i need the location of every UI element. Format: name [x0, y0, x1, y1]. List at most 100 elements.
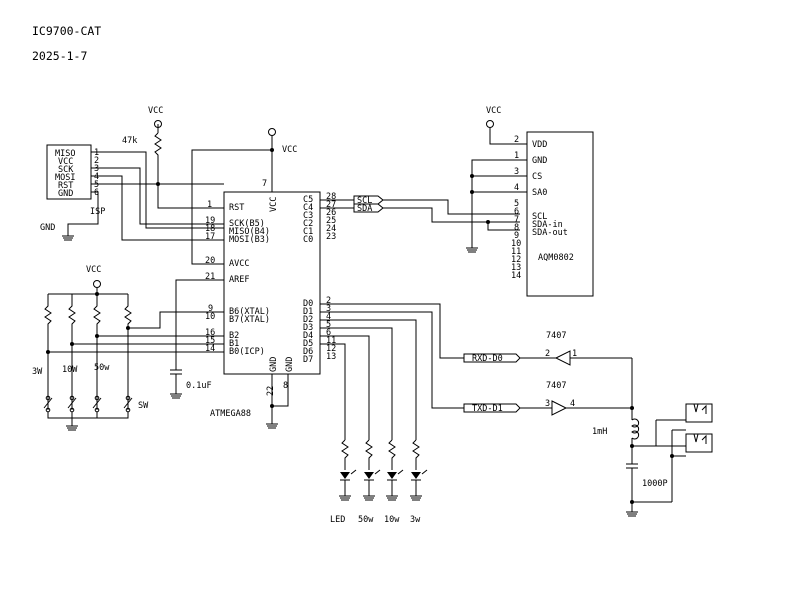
svg-text:13: 13: [511, 263, 521, 273]
svg-text:17: 17: [205, 232, 215, 242]
svg-text:12: 12: [326, 344, 336, 354]
inductor-value: 1mH: [592, 427, 607, 437]
diagram-date: 2025-1-7: [32, 49, 87, 63]
svg-text:VDD: VDD: [532, 140, 547, 150]
svg-text:C5: C5: [303, 195, 313, 205]
svg-text:GND: GND: [269, 357, 279, 372]
svg-text:4: 4: [570, 399, 575, 409]
led-array: LED 50w 10w 3w: [320, 319, 428, 525]
lcd-name: AQM0802: [538, 253, 574, 263]
svg-text:C0: C0: [303, 235, 313, 245]
jack-1: [685, 403, 713, 423]
isp-pin-rst: RST: [58, 181, 73, 191]
svg-text:13: 13: [326, 352, 336, 362]
svg-text:GND: GND: [532, 156, 547, 166]
svg-text:28: 28: [326, 192, 336, 202]
bus-sda-label: SDA: [357, 204, 372, 214]
svg-text:19: 19: [205, 216, 215, 226]
svg-text:27: 27: [326, 200, 336, 210]
isp-connector: MISO VCC SCK MOSI RST GND 1 2 3 4 5 6 IS…: [40, 144, 105, 233]
lcd-aqm0802: VDD GND CS SA0 SCL SDA-in SDA-out AQM080…: [466, 106, 594, 297]
svg-text:D3: D3: [303, 323, 313, 333]
led-label-3w: 3w: [410, 515, 421, 525]
mcu-power-wiring: VCC 0.1uF: [170, 128, 297, 429]
isp-num-5: 5: [94, 180, 99, 190]
isp-num-6: 6: [94, 188, 99, 198]
svg-text:B2: B2: [229, 331, 239, 341]
switch-label-3w: 3W: [32, 367, 43, 377]
isp-num-3: 3: [94, 164, 99, 174]
isp-num-4: 4: [94, 172, 99, 182]
isp-wiring: [62, 151, 224, 241]
svg-text:18: 18: [205, 224, 215, 234]
svg-text:SDA-out: SDA-out: [532, 228, 568, 238]
svg-text:5: 5: [326, 320, 331, 330]
svg-text:MISO(B4): MISO(B4): [229, 227, 270, 237]
svg-text:SCK(B5): SCK(B5): [229, 219, 265, 229]
gnd-label: GND: [40, 223, 55, 233]
svg-text:GND: GND: [285, 357, 295, 372]
mcu-atmega88: RST SCK(B5) MISO(B4) MOSI(B3) AVCC AREF …: [205, 179, 336, 419]
i2c-bus: SCL SDA: [320, 195, 520, 231]
vcc-label-reset: VCC: [148, 106, 163, 116]
vcc-label-mcu: VCC: [282, 145, 297, 155]
svg-text:C1: C1: [303, 227, 313, 237]
svg-text:B6(XTAL): B6(XTAL): [229, 307, 270, 317]
vcc-label-lcd: VCC: [486, 106, 501, 116]
svg-text:C3: C3: [303, 211, 313, 221]
isp-pin-gnd: GND: [58, 189, 73, 199]
svg-text:AREF: AREF: [229, 275, 249, 285]
svg-text:AVCC: AVCC: [229, 259, 249, 269]
svg-text:VCC: VCC: [269, 197, 279, 212]
svg-text:1: 1: [207, 200, 212, 210]
svg-text:3: 3: [326, 304, 331, 314]
svg-text:11: 11: [326, 336, 336, 346]
svg-text:12: 12: [511, 255, 521, 265]
jack-2: [685, 433, 713, 453]
signal-txd: TXD-D1: [472, 404, 503, 414]
svg-text:8: 8: [514, 223, 519, 233]
reset-resistor: VCC 47k: [122, 106, 224, 209]
svg-text:D7: D7: [303, 355, 313, 365]
isp-pin-vcc: VCC: [58, 157, 73, 167]
svg-text:D5: D5: [303, 339, 313, 349]
diagram-title: IC9700-CAT: [32, 24, 101, 38]
svg-text:RST: RST: [229, 203, 244, 213]
svg-text:D6: D6: [303, 347, 313, 357]
svg-text:14: 14: [205, 344, 215, 354]
vcc-label-switch: VCC: [86, 265, 101, 275]
svg-text:C4: C4: [303, 203, 313, 213]
svg-text:15: 15: [205, 336, 215, 346]
svg-text:D0: D0: [303, 299, 313, 309]
svg-text:B7(XTAL): B7(XTAL): [229, 315, 270, 325]
svg-text:D2: D2: [303, 315, 313, 325]
svg-text:25: 25: [326, 216, 336, 226]
svg-text:4: 4: [514, 183, 519, 193]
svg-text:7: 7: [262, 179, 267, 189]
svg-text:14: 14: [511, 271, 521, 281]
svg-text:SDA-in: SDA-in: [532, 220, 563, 230]
svg-text:SCL: SCL: [532, 212, 547, 222]
svg-text:6: 6: [514, 207, 519, 217]
svg-text:C2: C2: [303, 219, 313, 229]
switch-label-50w: 50w: [94, 363, 110, 373]
svg-text:CS: CS: [532, 172, 542, 182]
isp-num-1: 1: [94, 148, 99, 158]
svg-text:1: 1: [514, 151, 519, 161]
svg-text:9: 9: [514, 231, 519, 241]
svg-text:11: 11: [511, 247, 521, 257]
svg-text:2: 2: [514, 135, 519, 145]
switch-label-10w: 10W: [62, 365, 78, 375]
svg-text:21: 21: [205, 272, 215, 282]
svg-text:MOSI(B3): MOSI(B3): [229, 235, 270, 245]
led-label: LED: [330, 515, 345, 525]
svg-text:B0(ICP): B0(ICP): [229, 347, 265, 357]
svg-text:23: 23: [326, 232, 336, 242]
isp-num-2: 2: [94, 156, 99, 166]
cap-aref-value: 0.1uF: [186, 381, 212, 391]
r-reset-value: 47k: [122, 136, 137, 146]
signal-rxd: RXD-D0: [472, 354, 503, 364]
svg-text:D1: D1: [303, 307, 313, 317]
led-label-50w: 50w: [358, 515, 374, 525]
